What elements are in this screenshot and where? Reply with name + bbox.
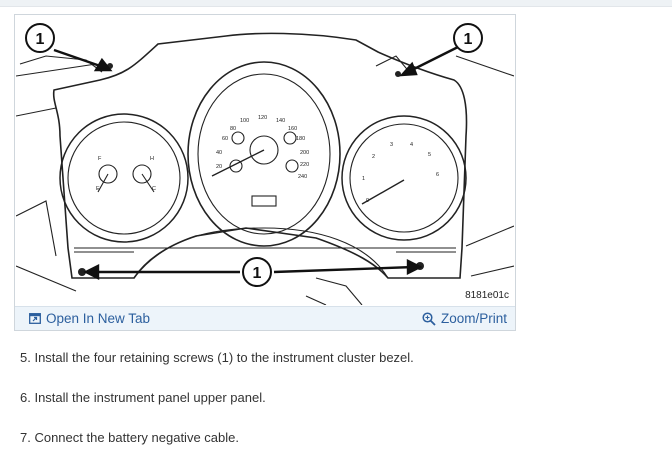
open-in-new-tab-link[interactable]: Open In New Tab bbox=[29, 311, 150, 326]
callout-circle bbox=[25, 23, 55, 53]
tacho-tick: 5 bbox=[428, 152, 431, 158]
instruction-steps: 5. Install the four retaining screws (1)… bbox=[20, 340, 660, 460]
speedo-tick: 200 bbox=[300, 150, 309, 156]
speedo-tick: 160 bbox=[288, 126, 297, 132]
figure-toolbar: Open In New Tab Zoom/Print bbox=[15, 306, 515, 330]
figure-code: 8181e01c bbox=[465, 290, 509, 301]
speedo-tick: 40 bbox=[216, 150, 222, 156]
tacho-tick: 6 bbox=[436, 172, 439, 178]
fuel-mark: F bbox=[98, 156, 102, 162]
speedo-tick: 220 bbox=[300, 162, 309, 168]
callout-circle bbox=[453, 23, 483, 53]
top-divider bbox=[0, 0, 672, 7]
callout-label: 1 bbox=[464, 31, 473, 48]
speedo-tick: 60 bbox=[222, 136, 228, 142]
temp-mark: H bbox=[150, 156, 154, 162]
speedo-tick: 180 bbox=[296, 136, 305, 142]
fuel-mark: E bbox=[96, 186, 100, 192]
tacho-tick: 3 bbox=[390, 142, 393, 148]
tacho-tick: 4 bbox=[410, 142, 413, 148]
callout-label: 1 bbox=[253, 265, 262, 282]
callout-circle bbox=[242, 257, 272, 287]
tacho-tick: 1 bbox=[362, 176, 365, 182]
tacho-tick: 2 bbox=[372, 154, 375, 160]
open-tab-icon bbox=[29, 313, 41, 324]
figure-container: 20 40 60 80 100 120 140 160 180 200 220 … bbox=[14, 14, 516, 331]
step-5: 5. Install the four retaining screws (1)… bbox=[20, 350, 414, 365]
temp-mark: C bbox=[152, 186, 156, 192]
retaining-screw bbox=[395, 71, 401, 77]
callout-label: 1 bbox=[36, 31, 45, 48]
retaining-screw bbox=[78, 268, 86, 276]
tacho-tick: 0 bbox=[366, 198, 369, 204]
open-in-new-tab-label: Open In New Tab bbox=[46, 311, 151, 326]
speedo-tick: 240 bbox=[298, 174, 307, 180]
speedo-tick: 20 bbox=[216, 164, 222, 170]
speedo-tick: 100 bbox=[240, 118, 249, 124]
zoom-magnifier-icon bbox=[422, 311, 436, 326]
speedo-tick: 80 bbox=[230, 126, 236, 132]
speedo-tick: 120 bbox=[258, 115, 267, 121]
step-7: 7. Connect the battery negative cable. bbox=[20, 430, 239, 445]
zoom-print-label: Zoom/Print bbox=[440, 311, 507, 326]
step-6: 6. Install the instrument panel upper pa… bbox=[20, 390, 266, 405]
instrument-cluster-illustration: 20 40 60 80 100 120 140 160 180 200 220 … bbox=[16, 23, 514, 305]
zoom-print-link[interactable]: Zoom/Print bbox=[422, 311, 507, 326]
speedo-tick: 140 bbox=[276, 118, 285, 124]
